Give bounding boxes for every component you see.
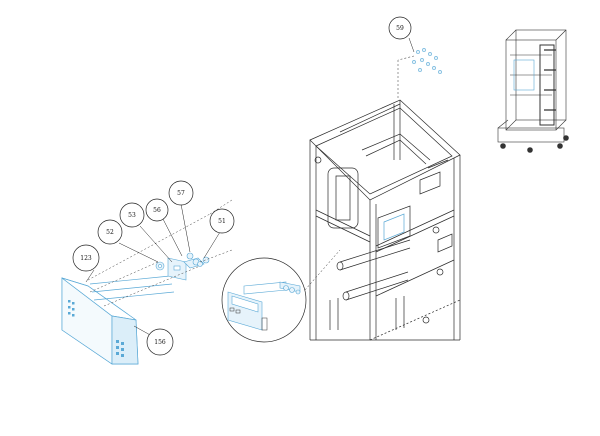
cabinet-frame — [309, 99, 461, 341]
callout-57: 57 — [168, 180, 194, 206]
assembly-lines — [87, 199, 233, 307]
detail-magnifier — [221, 249, 341, 343]
svg-text:156: 156 — [154, 339, 166, 346]
svg-text:52: 52 — [106, 229, 114, 236]
svg-text:123: 123 — [80, 255, 92, 262]
svg-text:51: 51 — [218, 218, 226, 225]
callout-51: 51 — [209, 208, 235, 234]
callout-59: 59 — [388, 16, 412, 40]
svg-text:53: 53 — [128, 212, 136, 219]
callout-53: 53 — [119, 202, 145, 228]
callout-leaders — [85, 37, 415, 337]
svg-text:56: 56 — [153, 207, 161, 214]
svg-text:57: 57 — [177, 190, 185, 197]
exploded-front-panel — [61, 275, 175, 365]
svg-text:59: 59 — [396, 25, 404, 32]
callout-156: 156 — [146, 328, 174, 356]
exploded-hardware — [155, 252, 210, 281]
callout-52: 52 — [97, 219, 123, 245]
callout-123: 123 — [72, 244, 100, 272]
cabinet-overview-thumbnail — [497, 29, 569, 153]
top-screw-set — [397, 48, 442, 100]
callout-56: 56 — [145, 198, 169, 222]
